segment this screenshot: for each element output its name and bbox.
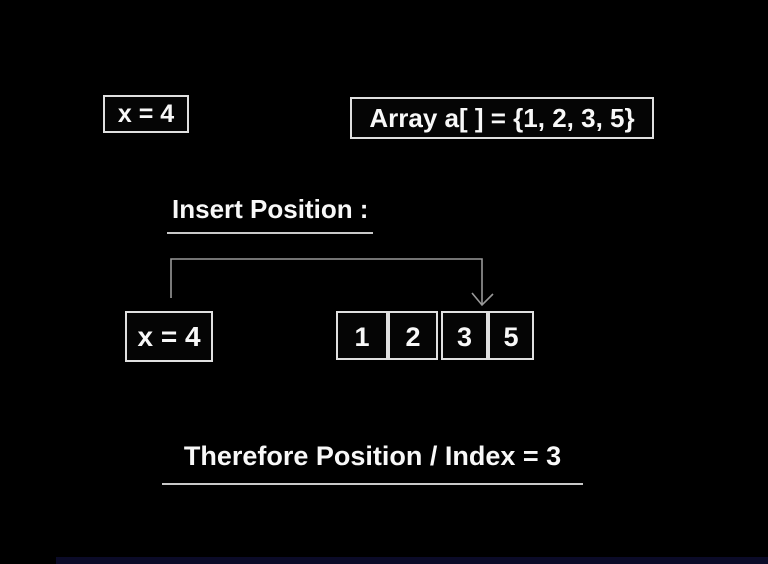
arrow-head-icon — [471, 292, 494, 307]
conclusion-text: Therefore Position / Index = 3 — [162, 441, 583, 485]
conclusion-label: Therefore Position / Index = 3 — [183, 441, 562, 471]
insert-position-heading: Insert Position : — [167, 194, 374, 234]
array-cell-value: 1 — [354, 321, 370, 352]
array-cell-value: 2 — [405, 321, 421, 352]
bottom-edge-strip — [56, 557, 768, 564]
x-insert-label: x = 4 — [137, 320, 201, 352]
x-insert-box: x = 4 — [125, 311, 213, 362]
array-cell-value: 5 — [503, 321, 519, 352]
array-declaration-box: Array a[ ] = {1, 2, 3, 5} — [350, 97, 654, 139]
x-value-label: x = 4 — [117, 99, 175, 128]
array-declaration-label: Array a[ ] = {1, 2, 3, 5} — [369, 102, 635, 133]
x-value-box: x = 4 — [103, 95, 189, 133]
arrow-elbow-line — [170, 258, 483, 305]
array-cell: 5 — [488, 311, 534, 360]
insert-position-heading-label: Insert Position : — [172, 194, 369, 224]
array-cell: 2 — [388, 311, 438, 360]
array-cell: 1 — [336, 311, 388, 360]
array-cell: 3 — [441, 311, 488, 360]
array-cell-value: 3 — [456, 321, 473, 352]
